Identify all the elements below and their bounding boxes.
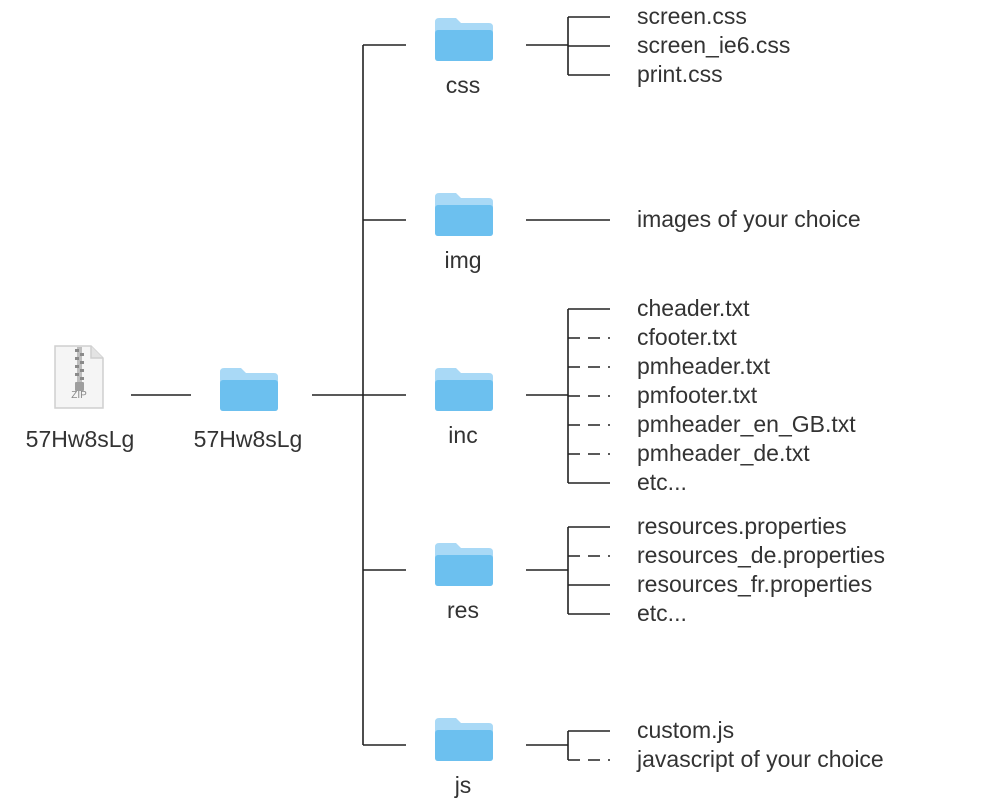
file-label[interactable]: cfooter.txt [637, 324, 737, 350]
file-label[interactable]: screen_ie6.css [637, 32, 791, 58]
file-label[interactable]: screen.css [637, 3, 747, 29]
file-label[interactable]: pmheader_de.txt [637, 440, 810, 466]
folder-label-css: css [445, 72, 481, 98]
folder-icon-res[interactable] [434, 541, 494, 592]
zip-file-icon[interactable]: ZIP [53, 344, 105, 410]
file-label[interactable]: pmheader.txt [637, 353, 770, 379]
folder-label-res: res [447, 597, 479, 623]
file-label[interactable]: pmfooter.txt [637, 382, 758, 408]
folder-label-img: img [444, 247, 482, 273]
archive-label: 57Hw8sLg [25, 426, 135, 452]
file-label[interactable]: etc... [637, 600, 687, 626]
root-folder-label: 57Hw8sLg [193, 426, 303, 452]
file-label[interactable]: custom.js [637, 717, 735, 743]
root-folder-icon[interactable] [219, 366, 279, 417]
file-label[interactable]: javascript of your choice [637, 746, 884, 772]
folder-label-inc: inc [448, 422, 478, 448]
folder-icon-css[interactable] [434, 16, 494, 67]
file-label[interactable]: resources_fr.properties [637, 571, 873, 597]
file-label[interactable]: cheader.txt [637, 295, 750, 321]
folder-icon-inc[interactable] [434, 366, 494, 417]
folder-icon-img[interactable] [434, 191, 494, 242]
file-label[interactable]: pmheader_en_GB.txt [637, 411, 856, 437]
folder-icon-js[interactable] [434, 716, 494, 767]
file-label[interactable]: images of your choice [637, 206, 861, 232]
file-label[interactable]: resources.properties [637, 513, 847, 539]
file-label[interactable]: resources_de.properties [637, 542, 886, 568]
file-label[interactable]: etc... [637, 469, 687, 495]
zip-icon-text: ZIP [71, 390, 87, 401]
file-label[interactable]: print.css [637, 61, 723, 87]
folder-label-js: js [454, 772, 472, 798]
